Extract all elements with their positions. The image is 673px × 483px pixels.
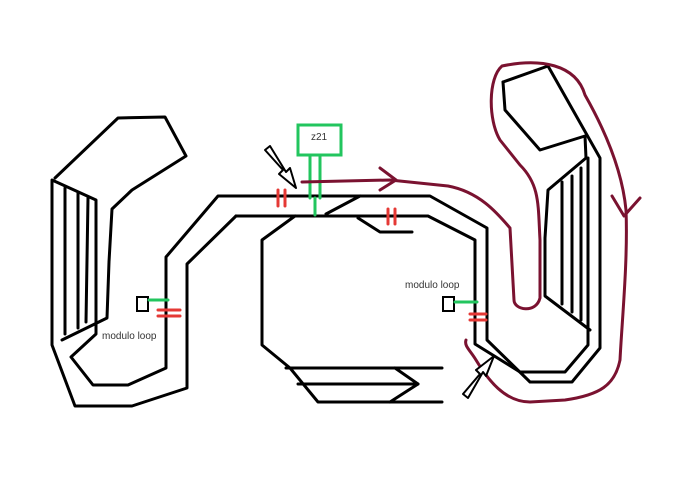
center-switch-2 bbox=[324, 194, 362, 216]
left-upper-pad bbox=[53, 115, 188, 342]
center-spur bbox=[356, 216, 414, 234]
isolators bbox=[156, 188, 488, 322]
pointer-arrow-top-icon bbox=[264, 145, 297, 189]
feeders bbox=[147, 153, 479, 304]
route-arrow-down bbox=[610, 194, 642, 218]
modulo-loop-label-right: modulo loop bbox=[405, 280, 460, 291]
modulo-loop-label-left: modulo loop bbox=[102, 331, 157, 342]
right-pad bbox=[501, 80, 592, 332]
isolator-left bbox=[156, 308, 182, 318]
center-block bbox=[260, 214, 444, 404]
z21-label: z21 bbox=[311, 132, 328, 143]
left-inner-track bbox=[234, 156, 590, 374]
center-switch-1 bbox=[388, 366, 420, 404]
left-outer-track bbox=[50, 178, 238, 408]
route-path bbox=[300, 61, 642, 404]
modulo-loop-box-left bbox=[136, 296, 149, 312]
left-ladder-3 bbox=[84, 196, 90, 324]
left-loop-outer bbox=[234, 64, 602, 384]
isolator-top bbox=[276, 188, 287, 208]
track-layout bbox=[50, 64, 602, 408]
modulo-loop-box-right bbox=[442, 296, 455, 312]
z21-box bbox=[296, 123, 343, 157]
isolator-right bbox=[468, 312, 488, 322]
pointer-arrow-bottom-icon bbox=[462, 355, 495, 399]
route-line bbox=[300, 61, 628, 404]
route-arrow-right bbox=[378, 166, 398, 192]
isolator-center bbox=[386, 207, 397, 226]
